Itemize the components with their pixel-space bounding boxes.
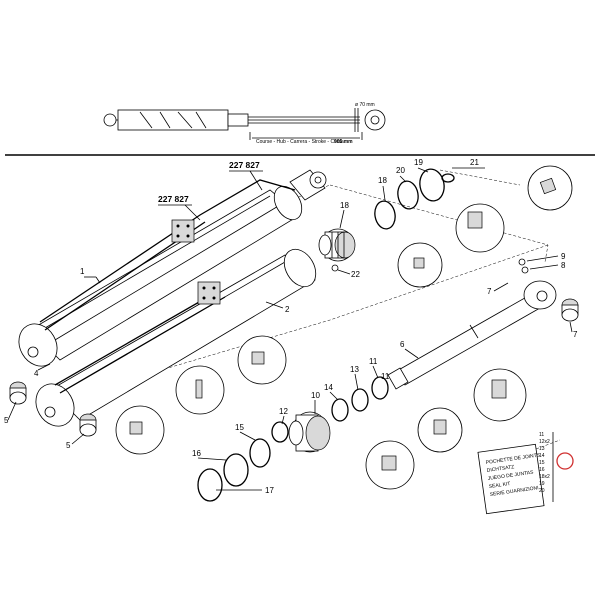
- seal-kit-card: POCHETTE DE JOINTS DICHTSATZ JUEGO DE JU…: [477, 443, 545, 515]
- seal-kit-list: 11 12x2 13 14 15 16 18x2 19 20: [539, 432, 554, 502]
- callout-5-upper[interactable]: 5: [4, 416, 9, 425]
- gland: [318, 228, 356, 262]
- callout-18-right[interactable]: 19: [414, 158, 423, 167]
- seal-detail-circles: [115, 165, 573, 490]
- callout-10[interactable]: 10: [311, 391, 320, 400]
- callout-13[interactable]: 14: [324, 383, 333, 392]
- svg-text:11: 11: [539, 432, 544, 438]
- seal-rings: [197, 168, 455, 502]
- svg-text:12x2: 12x2: [539, 439, 550, 445]
- callout-20[interactable]: 21: [470, 158, 479, 167]
- callout-12[interactable]: 13: [350, 365, 359, 374]
- stroke-caption: Course - Hub - Carrera - Stroke - Corsa …: [256, 139, 347, 145]
- svg-text:11: 11: [381, 372, 390, 381]
- svg-text:13: 13: [539, 446, 545, 452]
- callout-11[interactable]: 11: [369, 357, 378, 366]
- bush-rod-end: [561, 298, 579, 322]
- cylinder-upper: [18, 169, 327, 367]
- svg-text:20: 20: [539, 488, 545, 494]
- svg-text:15: 15: [539, 460, 545, 466]
- o-ring-21: [331, 264, 339, 272]
- callout-18-left[interactable]: 18: [378, 176, 387, 185]
- stroke-value: 905 mm: [334, 139, 353, 145]
- svg-text:19: 19: [539, 481, 545, 487]
- callout-7-lower[interactable]: 7: [573, 330, 578, 339]
- callout-2[interactable]: 2: [285, 305, 290, 314]
- callout-4[interactable]: 4: [34, 369, 39, 378]
- callout-17[interactable]: 18: [340, 201, 349, 210]
- bore-label: ø 70 mm: [355, 102, 375, 108]
- piston-rod: [387, 280, 557, 390]
- callout-7-upper[interactable]: 7: [487, 287, 492, 296]
- svg-text:14: 14: [539, 453, 545, 459]
- callout-5-lower[interactable]: 5: [66, 441, 71, 450]
- callout-9[interactable]: 9: [561, 252, 566, 261]
- callouts: 1 2 4 5 5 6 7 7 8 9 10 11 13 12 14 15 16…: [4, 158, 578, 495]
- bush-left-lower: [79, 413, 97, 437]
- callout-19[interactable]: 20: [396, 166, 405, 175]
- callout-14[interactable]: 15: [235, 423, 244, 432]
- callout-16[interactable]: 17: [265, 486, 274, 495]
- grease-nipple: [518, 258, 529, 274]
- svg-text:16: 16: [539, 467, 545, 473]
- piston: [288, 411, 331, 453]
- callout-8[interactable]: 8: [561, 261, 566, 270]
- callout-6[interactable]: 6: [400, 340, 405, 349]
- callout-21[interactable]: 22: [351, 270, 360, 279]
- bush-left-upper: [9, 381, 27, 405]
- callout-1[interactable]: 1: [80, 267, 85, 276]
- svg-text:SEAL KIT: SEAL KIT: [488, 481, 510, 490]
- part-number-cylinder-a[interactable]: 227 827: [229, 160, 260, 170]
- highlight-ring: [556, 452, 574, 470]
- svg-text:18x2: 18x2: [539, 474, 550, 480]
- callout-12-lower[interactable]: 12: [279, 407, 288, 416]
- cylinder-lower: [35, 248, 317, 427]
- reference-cylinder-drawing: [103, 108, 386, 140]
- part-number-cylinder-b[interactable]: 227 827: [158, 194, 189, 204]
- callout-15[interactable]: 16: [192, 449, 201, 458]
- svg-text:DICHTSATZ: DICHTSATZ: [486, 464, 514, 474]
